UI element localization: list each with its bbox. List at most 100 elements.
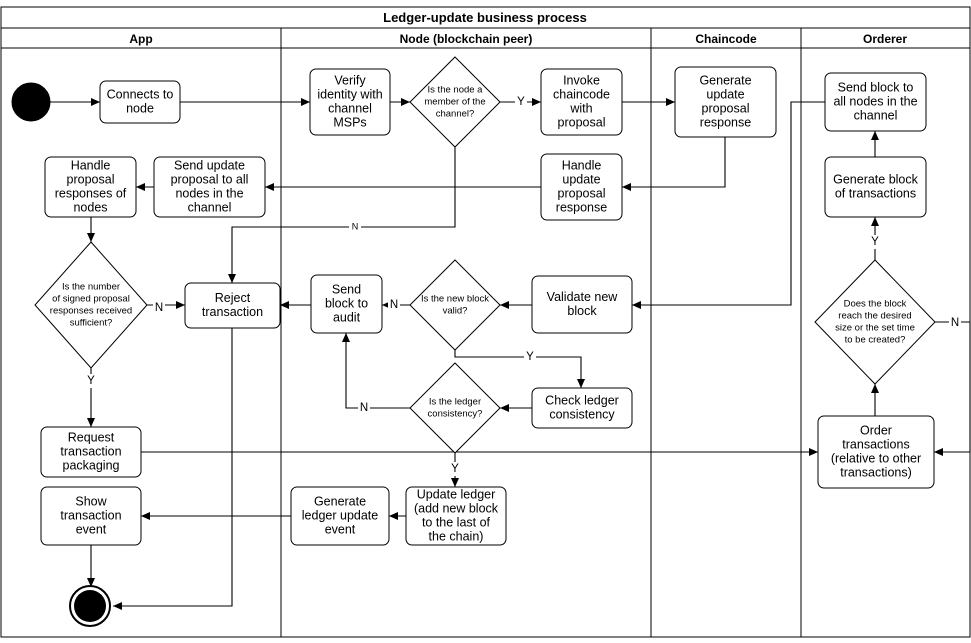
gen-update-rect [674,66,777,138]
send-audit-rect [310,274,383,334]
block_reach-text-line: reach the desired [838,311,911,322]
handle_responses-text-line: proposal [67,172,115,186]
handle_update-text-line: proposal [558,186,606,200]
edge-label-text: Y [87,375,95,387]
edge-generate-handle [622,137,726,191]
order_tx-text-line: (relative to other [831,451,921,465]
invoke-text-line: with [569,101,592,115]
edge-sendblock-validate [632,101,825,309]
lane-orderer-label: Orderer [863,32,907,46]
handle_responses-text-line: responses of [55,186,127,200]
gen_ledger_event-text-line: Generate [314,494,366,508]
show_event-text-line: Show [75,494,107,508]
gen_block-text-line: Generate block [833,172,919,186]
verify-text-line: channel [328,101,372,115]
edge-label-yes: Y [869,235,881,249]
gen_ledger_event-text-line: event [325,522,356,536]
edge-label-yes: Y [515,95,527,109]
send-update-rect [153,156,266,218]
update_ledger-text-line: Update ledger [417,487,496,501]
gen_update-text-line: response [700,115,751,129]
edge-label-text: N [951,317,959,329]
is_member-text-line: channel? [436,109,475,120]
invoke-text-line: Invoke [563,73,600,87]
reject-text-line: Reject [215,291,251,305]
edge-label-text: N [155,302,163,314]
edge-label-text: Y [526,351,534,363]
validate-text-line: block [567,304,597,318]
send_block-text-line: all nodes in the [833,94,917,108]
update_ledger-text-line: to the last of [422,515,491,529]
edge-label-bg [524,350,536,364]
edge-label-no: N [349,220,361,234]
edge-label-bg [388,298,400,312]
edge-label-text: Y [451,463,459,475]
update_ledger-text-line: the chain) [429,529,484,543]
edge-valid-check [454,350,585,388]
lane-app-label: App [129,32,152,46]
signed_sufficient-text-line: responses received [50,306,132,317]
end-event-core [74,590,106,622]
edge-label-yes: Y [524,350,536,364]
gen-ledger-event-rect [290,486,390,546]
reject-rect [184,282,281,329]
edge-consistency-audit [342,333,411,409]
diagram-title: Ledger-update business process [383,10,587,25]
order_tx-text-line: transactions) [840,465,912,479]
handle_responses-text-line: Handle [71,158,111,172]
edge-label-bg [449,462,461,476]
request_packaging-text-line: Request [68,430,115,444]
check-ledger-rect [531,387,633,429]
verify-text-line: Verify [334,73,366,87]
request_packaging-text-line: transaction [60,444,121,458]
edge-label-text: N [352,221,359,231]
invoke-text-line: proposal [558,115,606,129]
block_reach-text-line: to be created? [845,335,906,346]
order-tx-rect [817,415,935,489]
send_audit-text-line: audit [333,310,361,324]
send_update-text-line: proposal to all [171,172,249,186]
is_member-text-line: member of the [424,97,485,108]
order_tx-text-line: transactions [842,437,909,451]
edge-label-bg [949,316,961,330]
send_audit-text-line: Send [332,282,361,296]
edge-label-text: N [390,299,398,311]
edge-label-no: N [949,316,961,330]
edge-label-bg [153,301,165,315]
new_block_valid-text-line: valid? [443,306,468,317]
new-block-valid-diamond [409,259,501,351]
block-reach-diamond [814,259,936,385]
request-packaging-rect [40,426,142,478]
gen_update-text-line: Generate [699,73,751,87]
edge-label-no: N [153,301,165,315]
edge-label-yes: Y [449,462,461,476]
gen-block-rect [824,156,927,218]
edge-label-text: Y [871,236,879,248]
handle-update-rect [540,153,623,221]
verify-text-line: identity with [317,87,382,101]
handle_update-text-line: Handle [562,158,602,172]
send_block-text-line: channel [854,108,898,122]
edge-label-bg [349,220,361,234]
edge-reach-order [934,321,971,456]
edge-label-text: Y [517,96,525,108]
validate-rect [531,275,633,334]
signed-sufficient-diamond [34,241,148,369]
